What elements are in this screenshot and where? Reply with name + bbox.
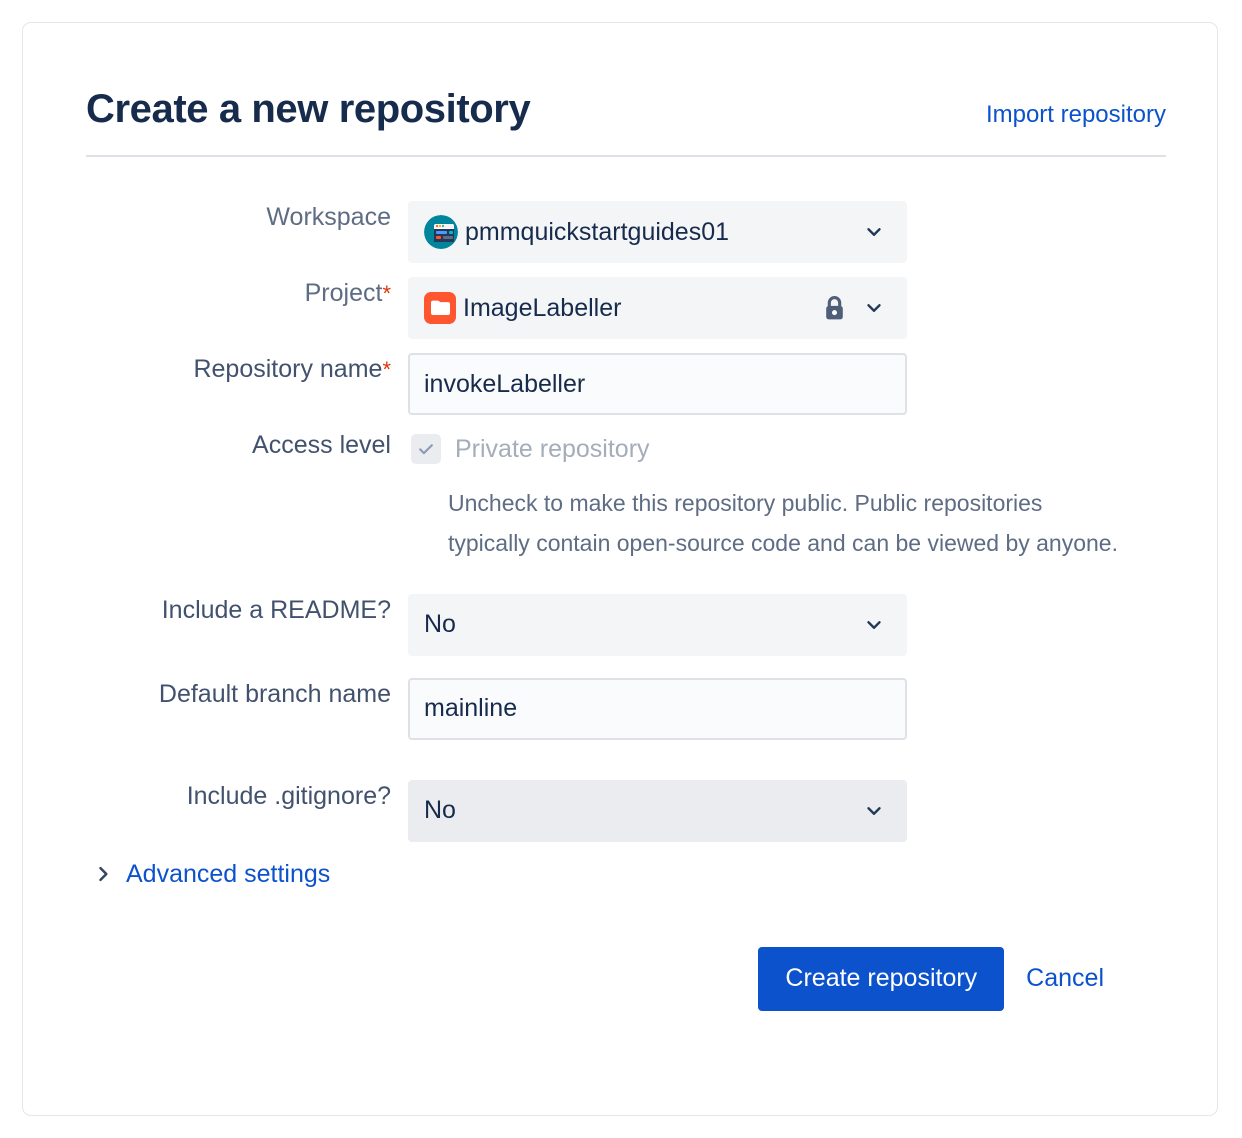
- include-gitignore-label: Include .gitignore?: [86, 780, 408, 812]
- form-row-include-gitignore: Include .gitignore? No: [86, 779, 1184, 842]
- private-repository-checkbox[interactable]: [411, 434, 441, 464]
- chevron-right-icon: [93, 864, 113, 884]
- form-row-project: Project* ImageLabeller: [86, 277, 1184, 339]
- default-branch-name-input[interactable]: [408, 677, 907, 740]
- private-repository-checkbox-row[interactable]: Private repository: [408, 429, 1184, 469]
- repository-name-input[interactable]: [408, 353, 907, 415]
- include-readme-label-text: Include a README?: [161, 595, 391, 624]
- private-repository-checkbox-label: Private repository: [455, 434, 650, 463]
- workspace-label: Workspace: [86, 201, 408, 233]
- access-level-help-text: Uncheck to make this repository public. …: [448, 490, 1118, 557]
- chevron-down-icon: [863, 221, 885, 243]
- workspace-value: pmmquickstartguides01: [465, 217, 730, 246]
- form-row-include-readme: Include a README? No: [86, 593, 1184, 656]
- form-row-workspace: Workspace: [86, 201, 1184, 263]
- form-row-repository-name: Repository name*: [86, 353, 1184, 415]
- chevron-down-icon: [863, 800, 885, 822]
- advanced-settings-toggle[interactable]: Advanced settings: [93, 860, 330, 889]
- include-readme-value: No: [424, 610, 456, 638]
- check-icon: [419, 444, 433, 455]
- include-gitignore-select[interactable]: No: [408, 779, 907, 842]
- include-gitignore-value: No: [424, 796, 456, 824]
- project-select[interactable]: ImageLabeller: [408, 277, 907, 339]
- create-repository-form: Workspace: [86, 201, 1184, 1011]
- workspace-avatar-icon: [424, 215, 458, 249]
- card-header: Create a new repository Import repositor…: [86, 85, 1184, 133]
- access-level-label-text: Access level: [252, 431, 391, 459]
- repository-name-label: Repository name*: [86, 353, 408, 385]
- form-row-default-branch-name: Default branch name: [86, 677, 1184, 740]
- project-required-marker: *: [382, 281, 391, 306]
- project-label-text: Project: [304, 279, 383, 307]
- workspace-select[interactable]: pmmquickstartguides01: [408, 201, 907, 263]
- lock-icon: [822, 295, 847, 322]
- default-branch-name-label-text: Default branch name: [158, 679, 391, 708]
- project-label: Project*: [86, 277, 408, 309]
- create-repository-button[interactable]: Create repository: [758, 946, 1005, 1011]
- default-branch-name-label: Default branch name: [86, 678, 408, 710]
- header-divider: [86, 155, 1166, 157]
- project-folder-icon: [424, 292, 456, 324]
- repository-name-required-marker: *: [382, 357, 391, 382]
- workspace-label-text: Workspace: [266, 203, 391, 231]
- create-repository-card: Create a new repository Import repositor…: [22, 22, 1218, 1116]
- access-level-label: Access level: [86, 429, 408, 461]
- chevron-down-icon: [863, 297, 885, 319]
- import-repository-link[interactable]: Import repository: [985, 101, 1166, 128]
- cancel-button[interactable]: Cancel: [1018, 964, 1112, 993]
- page-title: Create a new repository: [86, 87, 531, 131]
- include-readme-select[interactable]: No: [408, 593, 907, 656]
- form-row-access-level: Access level Private repository Uncheck …: [86, 429, 1184, 564]
- include-gitignore-label-text: Include .gitignore?: [186, 781, 391, 810]
- form-actions: Create repository Cancel: [86, 946, 1184, 1011]
- advanced-settings-label: Advanced settings: [126, 859, 331, 888]
- project-value: ImageLabeller: [463, 293, 622, 322]
- repository-name-label-text: Repository name: [193, 355, 383, 383]
- chevron-down-icon: [863, 614, 885, 636]
- include-readme-label: Include a README?: [86, 594, 408, 626]
